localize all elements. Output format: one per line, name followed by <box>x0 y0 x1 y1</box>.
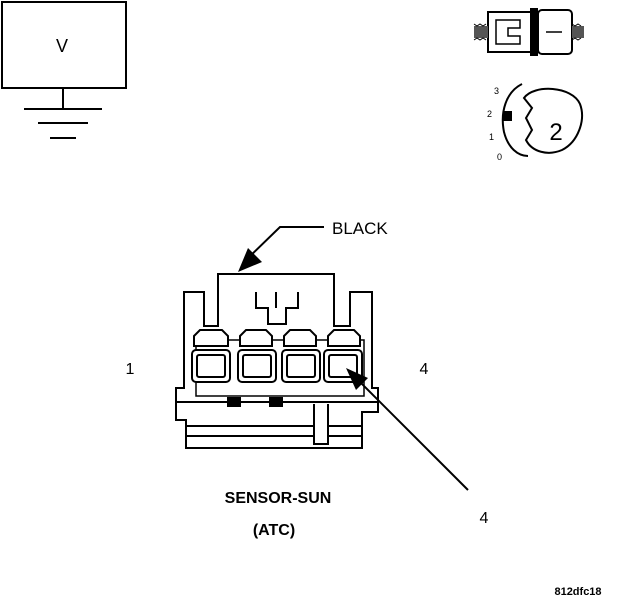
pin-cavity-1 <box>191 329 231 383</box>
ignition-selected-position: 2 <box>549 119 562 146</box>
color-callout-leader <box>238 226 324 272</box>
pin-cavity-3 <box>281 329 321 383</box>
voltmeter-label: V <box>56 36 68 56</box>
ignition-switch-icon: 3 2 1 0 2 <box>487 83 583 162</box>
pin-callout-arrow <box>346 368 469 491</box>
ignition-position-3: 3 <box>494 86 499 96</box>
ignition-position-2: 2 <box>487 109 492 119</box>
fuse-icon <box>473 8 584 56</box>
pin-cavity-2 <box>237 329 277 383</box>
connector-title: SENSOR-SUN <box>225 490 332 507</box>
ignition-position-1: 1 <box>489 132 494 142</box>
figure-id: 812dfc18 <box>554 586 601 598</box>
pin-callout-number: 4 <box>480 510 489 527</box>
pin-cavities <box>191 329 363 383</box>
voltmeter-icon: V <box>1 1 127 89</box>
connector-color-label: BLACK <box>332 219 388 238</box>
pin-cavity-4 <box>323 329 363 383</box>
pin-number-right: 4 <box>420 361 429 378</box>
pin-number-left: 1 <box>126 361 135 378</box>
ignition-position-0: 0 <box>497 152 502 162</box>
connector-subtitle: (ATC) <box>253 522 295 539</box>
ground-icon <box>24 88 102 139</box>
